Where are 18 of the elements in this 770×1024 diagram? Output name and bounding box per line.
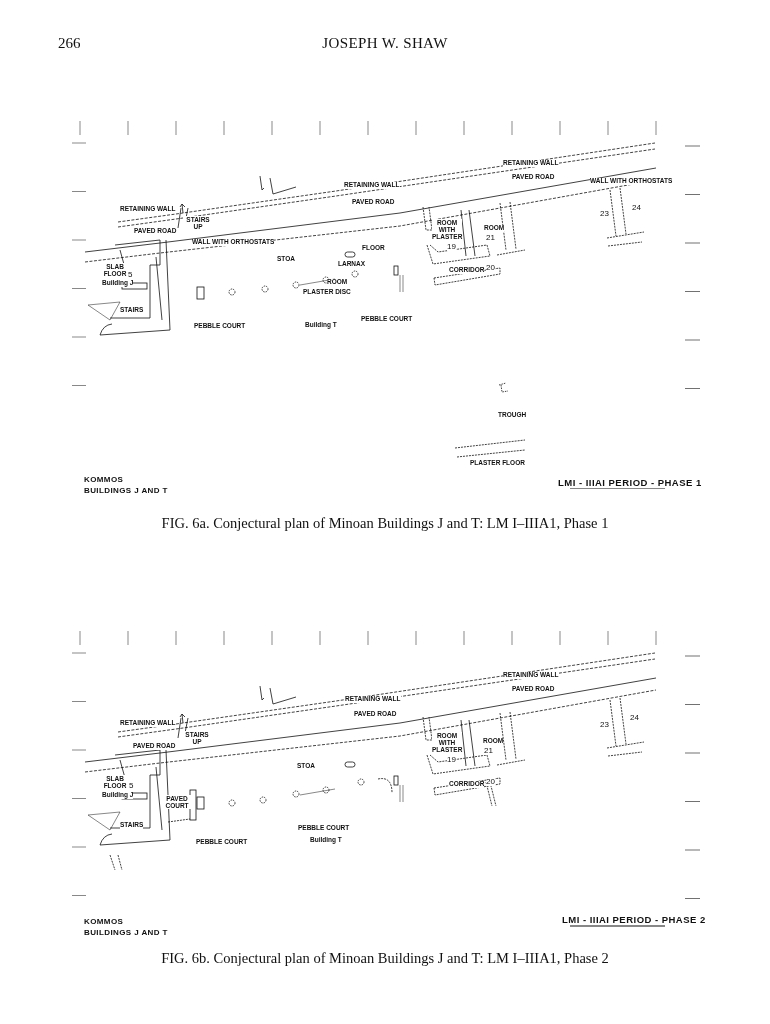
room-number: 19 (447, 756, 456, 764)
room-number: 19 (447, 243, 456, 251)
room-number: 5 (129, 782, 134, 790)
room-number: 24 (630, 714, 639, 722)
room-number: 23 (600, 210, 609, 218)
room-number: 21 (484, 747, 493, 755)
title-block-text: KOMMOS (84, 918, 124, 926)
room-number: 5 (128, 271, 133, 279)
title-block-text: BUILDINGS J AND T (84, 487, 168, 495)
room-number: 21 (486, 234, 495, 242)
title-block-text: KOMMOS (84, 476, 124, 484)
period-title: LMI - IIIAI PERIOD - PHASE 1 (558, 478, 702, 488)
room-number: 20 (486, 264, 495, 272)
room-number: 23 (600, 721, 609, 729)
room-number: 20 (486, 778, 495, 786)
period-title: LMI - IIIAI PERIOD - PHASE 2 (562, 915, 706, 925)
title-block-text: BUILDINGS J AND T (84, 929, 168, 937)
room-number: 24 (632, 204, 641, 212)
